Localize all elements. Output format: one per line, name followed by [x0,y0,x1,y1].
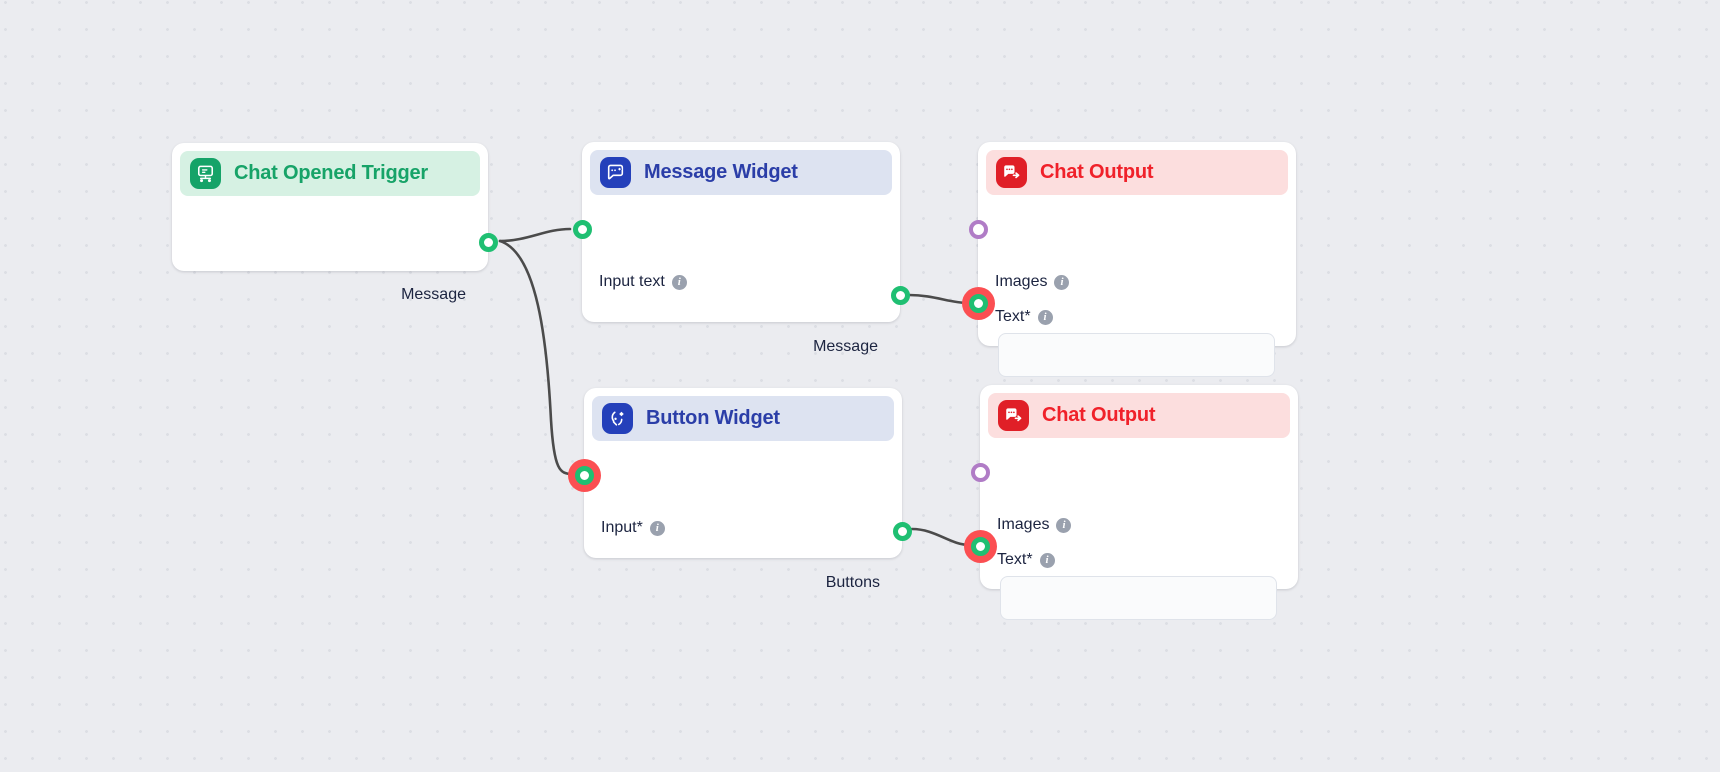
edge-button-widget-to-chat-output-bottom[interactable] [910,527,972,547]
button-widget-icon [602,403,633,434]
node-button-widget[interactable]: Button Widget Input* i Buttons [567,388,912,591]
output-label: Buttons [825,574,880,591]
input-label: Input* [601,519,643,536]
output-port-buttons[interactable] [892,521,912,541]
edge-message-widget-to-chat-output-top[interactable] [907,293,970,305]
output-row-buttons: Buttons [826,574,880,592]
input-port-images[interactable] [970,462,990,482]
input-label: Images [995,273,1048,290]
input-row-input: Input* i [601,519,665,537]
node-chat-output-top[interactable]: Chat Output Images i Text* i [961,142,1296,377]
text-input-field[interactable] [998,333,1275,377]
node-header[interactable]: Chat Output [988,393,1290,438]
input-label: Text* [997,551,1033,568]
input-label: Images [997,516,1050,533]
node-message-widget[interactable]: Message Widget Input text i Message [572,142,910,355]
input-port-input[interactable] [567,458,601,492]
chat-trigger-icon [190,158,221,189]
output-row-message: Message [813,338,878,356]
info-icon[interactable]: i [1039,552,1055,568]
input-row-images: Images i [997,516,1072,534]
input-port-images[interactable] [968,219,988,239]
info-icon[interactable]: i [1037,309,1053,325]
edge-trigger-to-button-widget[interactable] [498,239,574,476]
message-widget-icon [600,157,631,188]
node-title: Button Widget [646,407,780,429]
node-chat-output-bottom[interactable]: Chat Output Images i Text* i [963,385,1298,620]
chat-output-icon [996,157,1027,188]
node-header[interactable]: Button Widget [592,396,894,441]
info-icon[interactable]: i [1054,274,1070,290]
input-port-text[interactable] [961,286,995,320]
input-row-images: Images i [995,273,1070,291]
node-header[interactable]: Message Widget [590,150,892,195]
output-label: Message [401,286,466,303]
node-title: Chat Output [1040,161,1154,183]
node-title: Message Widget [644,161,798,183]
output-port-message[interactable] [478,232,498,252]
node-header[interactable]: Chat Opened Trigger [180,151,480,196]
input-row-text: Text* i [995,308,1053,326]
info-icon[interactable]: i [1056,517,1072,533]
input-row-input-text: Input text i [599,273,687,291]
output-row-message: Message [401,286,466,304]
input-port-text[interactable] [963,529,997,563]
node-header[interactable]: Chat Output [986,150,1288,195]
node-title: Chat Output [1042,404,1156,426]
info-icon[interactable]: i [671,274,687,290]
input-label: Text* [995,308,1031,325]
input-port-input-text[interactable] [572,219,592,239]
chat-output-icon [998,400,1029,431]
edge-trigger-to-message-widget[interactable] [498,227,572,243]
text-input-field[interactable] [1000,576,1277,620]
input-row-text: Text* i [997,551,1055,569]
output-port-message[interactable] [890,285,910,305]
node-chat-opened-trigger[interactable]: Chat Opened Trigger Message [172,143,498,303]
info-icon[interactable]: i [649,520,665,536]
output-label: Message [813,338,878,355]
input-label: Input text [599,273,665,290]
node-title: Chat Opened Trigger [234,162,429,184]
